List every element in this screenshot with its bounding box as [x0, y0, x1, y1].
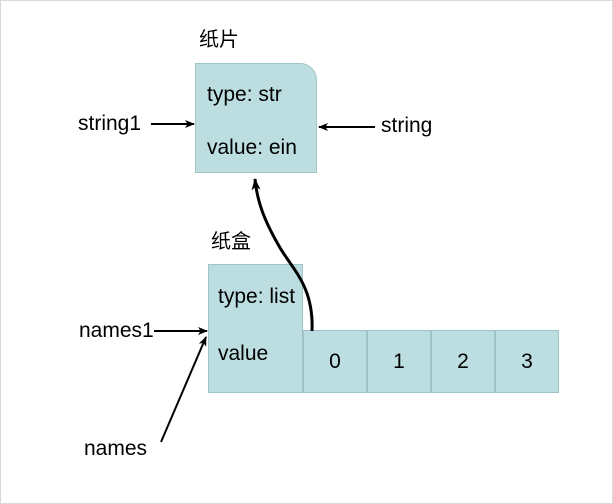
list-cell-2[interactable]: 2 — [431, 330, 495, 393]
list-cell-1[interactable]: 1 — [367, 330, 431, 393]
paper-box-caption: 纸盒 — [211, 229, 251, 253]
paper-slip-caption: 纸片 — [199, 27, 239, 51]
list-value-row: value — [218, 342, 269, 365]
label-names: names — [84, 437, 148, 460]
arrow-names — [160, 336, 207, 443]
str-type-row: type: str — [207, 83, 282, 106]
str-value-row: value: ein — [207, 136, 297, 159]
label-names1: names1 — [79, 319, 154, 342]
list-cell-0[interactable]: 0 — [303, 330, 367, 393]
list-type-row: type: list — [218, 285, 296, 308]
str-object-box[interactable] — [195, 63, 317, 173]
list-cell-3[interactable]: 3 — [495, 330, 559, 393]
list-object-box[interactable] — [208, 264, 303, 393]
label-string: string — [381, 114, 433, 137]
label-string1: string1 — [78, 112, 142, 135]
